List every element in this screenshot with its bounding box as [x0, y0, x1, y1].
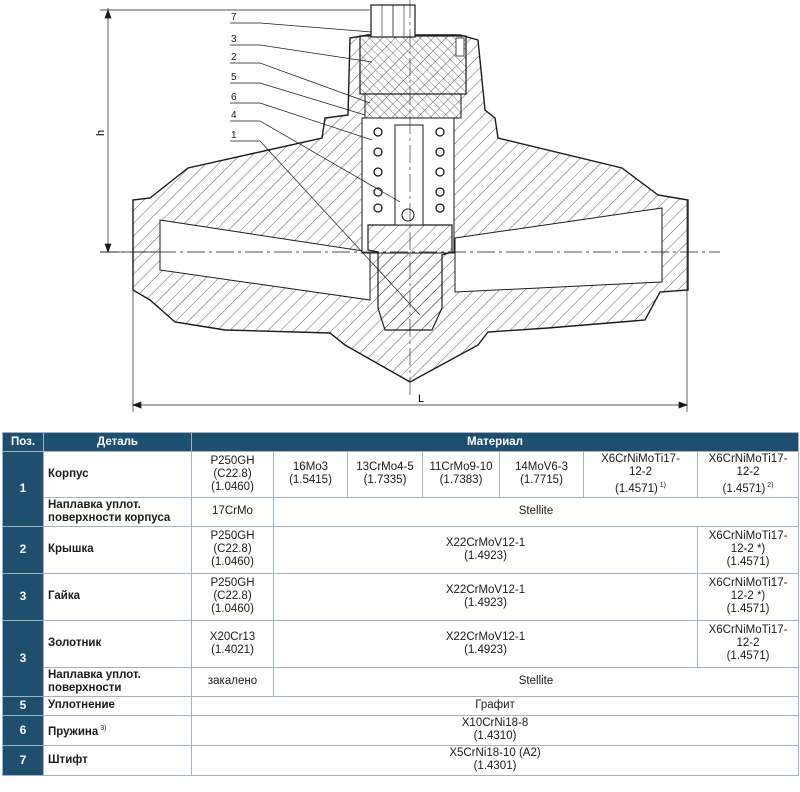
pin: [455, 37, 465, 57]
footnote-mark: 2): [765, 482, 774, 489]
material-cell: Stellite: [272, 666, 800, 697]
callout-2: 2: [231, 52, 237, 63]
pos-cell: 3: [2, 572, 44, 621]
cover: [364, 93, 462, 119]
material-cell: X22CrMoV12-1(1.4923): [273, 572, 698, 621]
material-cell: Stellite: [272, 496, 800, 527]
callout-1: 1: [231, 130, 237, 141]
pos-cell: 7: [2, 744, 44, 776]
footnote-mark: 3): [98, 724, 107, 732]
material-cell: X5CrNi18-10 (A2)(1.4301): [190, 744, 800, 776]
part-name-cell: Наплавка уплот.поверхности: [43, 666, 192, 697]
material-cell: X6CrNiMoTi17-12-2(1.4571) 2): [696, 451, 800, 498]
part-name-cell: Пружина 3): [43, 714, 192, 746]
material-cell: 14MoV6-3(1.7715): [499, 451, 584, 498]
material-cell: X10CrNi18-8(1.4310): [190, 714, 800, 746]
callout-4: 4: [231, 110, 237, 121]
material-cell: X6CrNiMoTi17-12-2(1.4571): [696, 619, 800, 668]
base-material-cell: P250GH(C22.8)(1.0460): [191, 451, 274, 498]
material-cell: 13CrMo4-5(1.7335): [347, 451, 423, 498]
base-material-cell: X20Cr13(1.4021): [191, 619, 274, 668]
disc-guide: [394, 124, 424, 226]
pos-cell: 6: [2, 714, 44, 746]
material-cell: 16Mo3(1.5415): [273, 451, 348, 498]
cover-nut: [359, 35, 467, 95]
leader-lines: [230, 22, 421, 316]
outlet-bore: [454, 207, 663, 293]
material-cell: X6CrNiMoTi17-12-2 *)(1.4571): [696, 572, 800, 621]
pos-cell: 1: [2, 451, 44, 527]
spring-coils: [373, 127, 445, 213]
part-name-cell: Штифт: [43, 744, 192, 776]
footnote-mark: 1): [657, 482, 666, 489]
material-cell: X22CrMoV12-1(1.4923): [273, 619, 698, 668]
pos-cell: 2: [2, 525, 44, 574]
disc-pin: [401, 208, 415, 222]
pos-cell: 3: [2, 619, 44, 697]
dim-length-label: L: [418, 393, 424, 405]
base-material-cell: закалено: [191, 666, 274, 697]
header-part: Деталь: [43, 432, 192, 452]
material-cell: X22CrMoV12-1(1.4923): [273, 525, 698, 574]
part-name-cell: Уплотнение: [43, 695, 192, 716]
callout-5: 5: [231, 72, 237, 83]
part-name-cell: Гайка: [43, 572, 192, 621]
part-name-cell: Крышка: [43, 525, 192, 574]
pos-cell: 5: [2, 695, 44, 716]
callout-3: 3: [231, 34, 237, 45]
material-cell: 11CrMo9-10(1.7383): [422, 451, 500, 498]
part-name-cell: Золотник: [43, 619, 192, 668]
dimension-lines: [100, 8, 688, 412]
valve-section-drawing: h L 7 3 2 5 6 4 1: [95, 0, 720, 412]
material-cell: X6CrNiMoTi17-12-2 *)(1.4571): [696, 525, 800, 574]
table-header-row: Поз. Деталь Материал: [2, 432, 800, 452]
base-material-cell: P250GH(C22.8)(1.0460): [191, 525, 274, 574]
header-material: Материал: [190, 432, 800, 452]
part-name-cell: Корпус: [43, 451, 192, 498]
part-name-cell: Наплавка уплот.поверхности корпуса: [43, 496, 192, 527]
material-cell: X6CrNiMoTi17-12-2(1.4571) 1): [583, 451, 698, 498]
dim-height-label: h: [95, 130, 107, 136]
base-material-cell: 17CrMo: [191, 496, 274, 527]
base-material-cell: P250GH(C22.8)(1.0460): [191, 572, 274, 621]
inlet-bore: [159, 219, 371, 301]
header-pos: Поз.: [2, 432, 44, 452]
callout-6: 6: [231, 92, 237, 103]
material-cell: Графит: [190, 695, 800, 716]
callout-7: 7: [231, 12, 237, 23]
